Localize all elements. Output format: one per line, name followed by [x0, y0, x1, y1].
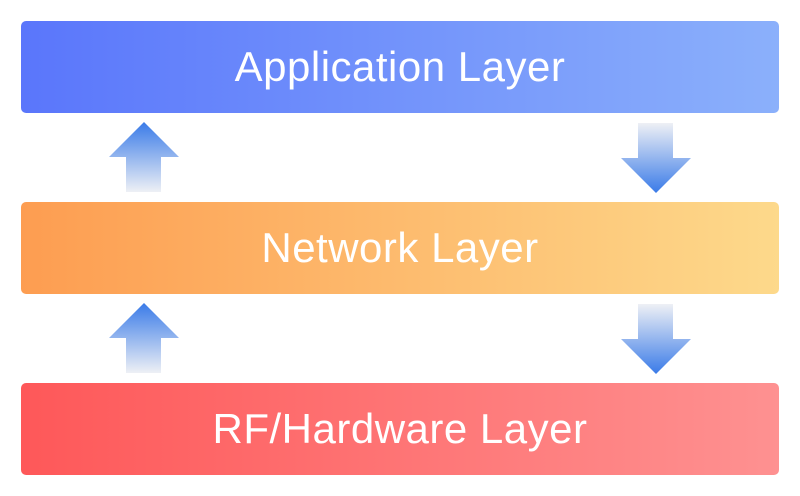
- arrow-up-icon: [109, 122, 179, 192]
- application-layer-label: Application Layer: [234, 43, 566, 90]
- rf-hardware-layer-label: RF/Hardware Layer: [212, 405, 588, 452]
- arrow-down-icon: [621, 304, 691, 374]
- arrow-up-icon: [109, 303, 179, 373]
- rf-hardware-layer-box: RF/Hardware Layer: [21, 383, 779, 475]
- network-layer-box: Network Layer: [21, 202, 779, 294]
- network-layer-label: Network Layer: [261, 224, 539, 271]
- application-layer-box: Application Layer: [21, 21, 779, 113]
- arrow-down-icon: [621, 123, 691, 193]
